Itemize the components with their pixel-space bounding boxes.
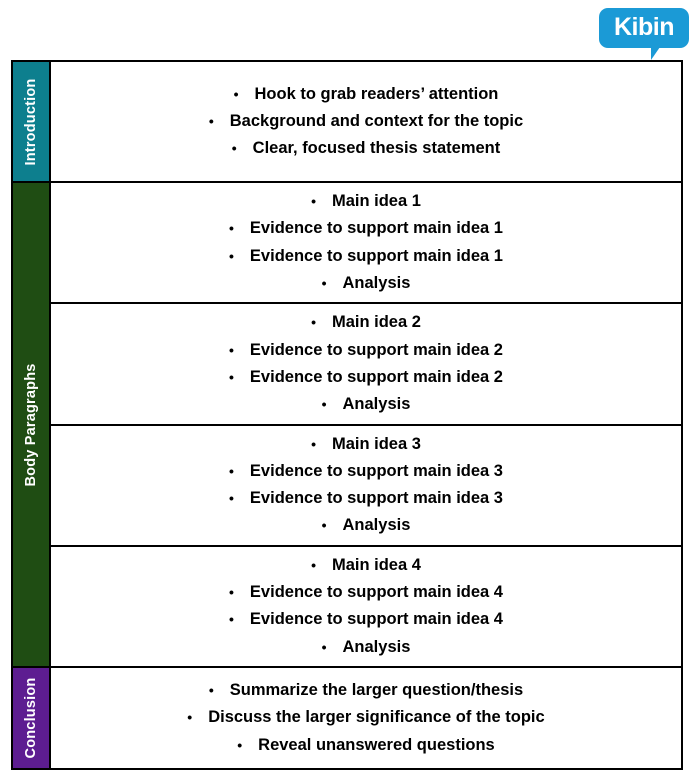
list-item-label: Reveal unanswered questions [258, 735, 495, 754]
list-item-label: Analysis [342, 637, 411, 656]
section-body-paragraphs: Body Paragraphs • Main idea 1 • Evidence… [13, 183, 681, 668]
list-item: • Summarize the larger question/thesis [51, 677, 681, 704]
list-item-label: Hook to grab readers’ attention [254, 84, 499, 103]
bullet-icon: • [321, 517, 327, 534]
list-item-label: Evidence to support main idea 4 [249, 583, 503, 602]
list-item-label: Main idea 3 [331, 434, 421, 453]
bullet-icon: • [229, 462, 234, 479]
essay-outline-table: Introduction • Hook to grab readers’ att… [11, 60, 683, 770]
bullet-icon: • [231, 140, 237, 157]
list-item-label: Main idea 1 [331, 192, 421, 211]
section-label-body-paragraphs: Body Paragraphs [13, 183, 51, 666]
section-content-introduction: • Hook to grab readers’ attention • Back… [51, 62, 681, 181]
list-item: • Analysis [51, 634, 681, 661]
outline-block: • Main idea 2 • Evidence to support main… [51, 304, 681, 426]
list-item-label: Analysis [342, 273, 411, 292]
list-item-label: Evidence to support main idea 2 [249, 340, 503, 359]
section-conclusion: Conclusion • Summarize the larger questi… [13, 668, 681, 768]
list-item: • Evidence to support main idea 1 [51, 243, 681, 270]
list-item-label: Summarize the larger question/thesis [229, 681, 524, 700]
bullet-icon: • [237, 736, 243, 753]
section-label-conclusion: Conclusion [13, 668, 51, 768]
section-content-body-paragraphs: • Main idea 1 • Evidence to support main… [51, 183, 681, 666]
logo-bubble-shape: Kibin [599, 8, 689, 48]
list-item-label: Main idea 2 [331, 313, 421, 332]
list-item-label: Evidence to support main idea 3 [249, 489, 503, 508]
list-item-label: Clear, focused thesis statement [252, 139, 501, 158]
list-item: • Evidence to support main idea 2 [51, 337, 681, 364]
bullet-icon: • [229, 611, 234, 628]
outline-block: • Summarize the larger question/thesis •… [51, 668, 681, 768]
list-item-label: Evidence to support main idea 1 [249, 219, 503, 238]
list-item: • Main idea 3 [51, 431, 681, 458]
outline-block: • Main idea 3 • Evidence to support main… [51, 426, 681, 547]
bullet-icon: • [311, 314, 316, 331]
bullet-icon: • [311, 435, 316, 452]
bullet-icon: • [229, 341, 234, 358]
bullet-icon: • [311, 193, 316, 210]
list-item: • Main idea 2 [51, 309, 681, 336]
bullet-icon: • [229, 247, 234, 264]
list-item: • Evidence to support main idea 1 [51, 215, 681, 242]
list-item-label: Background and context for the topic [229, 111, 524, 130]
bullet-icon: • [321, 396, 327, 413]
bullet-icon: • [321, 638, 327, 655]
bullet-icon: • [208, 682, 214, 699]
bullet-icon: • [233, 85, 239, 102]
list-item-label: Evidence to support main idea 2 [249, 367, 503, 386]
bullet-icon: • [229, 220, 234, 237]
list-item: • Evidence to support main idea 4 [51, 606, 681, 633]
list-item-label: Analysis [342, 395, 411, 414]
list-item: • Reveal unanswered questions [51, 732, 681, 759]
kibin-logo: Kibin [599, 8, 689, 60]
section-label-conclusion-text: Conclusion [23, 677, 39, 759]
logo-bubble-tail [651, 47, 669, 60]
list-item: • Hook to grab readers’ attention [51, 81, 681, 108]
list-item: • Discuss the larger significance of the… [51, 704, 681, 731]
section-introduction: Introduction • Hook to grab readers’ att… [13, 62, 681, 183]
list-item: • Main idea 4 [51, 552, 681, 579]
outline-block: • Main idea 1 • Evidence to support main… [51, 183, 681, 305]
section-content-conclusion: • Summarize the larger question/thesis •… [51, 668, 681, 768]
bullet-icon: • [187, 709, 193, 726]
section-label-introduction-text: Introduction [23, 78, 39, 165]
list-item: • Evidence to support main idea 2 [51, 364, 681, 391]
list-item: • Analysis [51, 270, 681, 297]
list-item-label: Main idea 4 [331, 555, 421, 574]
list-item: • Evidence to support main idea 4 [51, 579, 681, 606]
logo-wordmark: Kibin [614, 12, 675, 41]
list-item: • Analysis [51, 391, 681, 418]
outline-block: • Main idea 4 • Evidence to support main… [51, 547, 681, 666]
list-item: • Background and context for the topic [51, 108, 681, 135]
bullet-icon: • [229, 490, 234, 507]
list-item: • Evidence to support main idea 3 [51, 458, 681, 485]
list-item-label: Evidence to support main idea 1 [249, 246, 503, 265]
list-item-label: Evidence to support main idea 3 [249, 461, 503, 480]
list-item: • Clear, focused thesis statement [51, 135, 681, 162]
list-item: • Main idea 1 [51, 188, 681, 215]
bullet-icon: • [311, 556, 316, 573]
section-label-body-paragraphs-text: Body Paragraphs [23, 362, 39, 487]
list-item-label: Discuss the larger significance of the t… [208, 708, 545, 727]
bullet-icon: • [208, 112, 214, 129]
list-item: • Evidence to support main idea 3 [51, 485, 681, 512]
bullet-icon: • [229, 368, 234, 385]
bullet-icon: • [321, 274, 327, 291]
outline-block: • Hook to grab readers’ attention • Back… [51, 62, 681, 181]
bullet-icon: • [229, 584, 234, 601]
list-item-label: Analysis [342, 516, 411, 535]
section-label-introduction: Introduction [13, 62, 51, 181]
list-item-label: Evidence to support main idea 4 [249, 610, 503, 629]
list-item: • Analysis [51, 512, 681, 539]
